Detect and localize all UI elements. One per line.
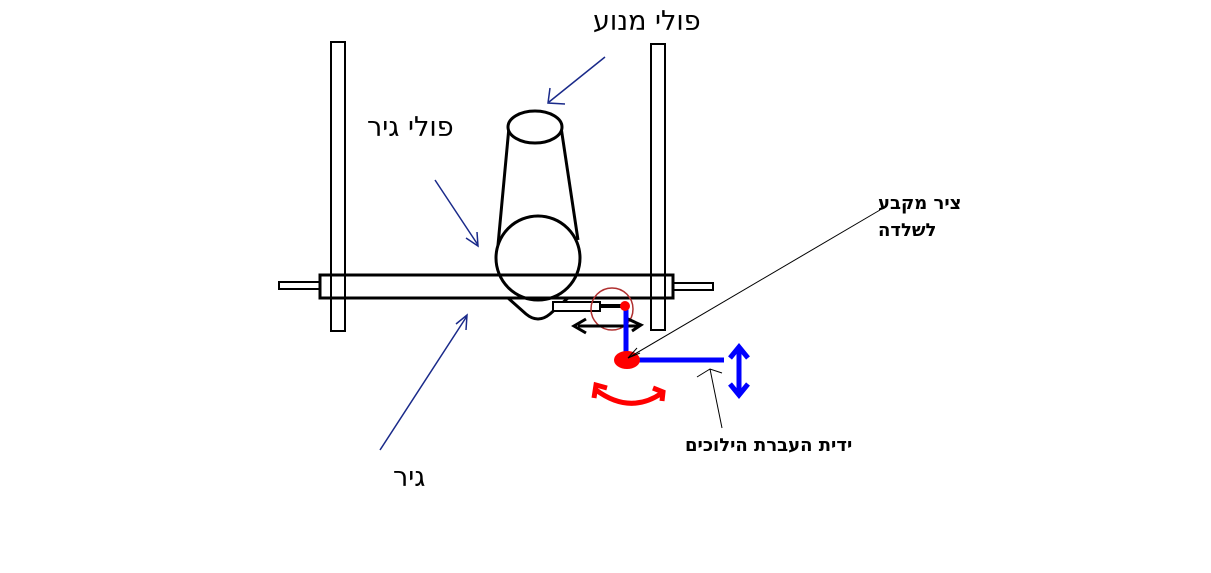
gear-pulley bbox=[494, 214, 582, 302]
motor-pulley-label: פולי מנוע bbox=[593, 6, 701, 37]
linkage-pivot-dot bbox=[620, 301, 630, 311]
belt-right bbox=[559, 126, 580, 241]
gear-body bbox=[507, 296, 569, 321]
motor-pulley-arrow bbox=[547, 56, 606, 105]
highlight-circle bbox=[590, 287, 634, 331]
motor-pulley bbox=[506, 109, 564, 145]
gear-pulley-label: פולי גיר bbox=[367, 112, 454, 143]
main-axle-bar bbox=[318, 273, 675, 300]
left-axle-stub bbox=[278, 281, 321, 290]
rotation-arrow bbox=[591, 381, 666, 406]
right-axle-stub bbox=[672, 282, 714, 291]
fixing-axle-leader-head bbox=[627, 347, 641, 359]
belt-left bbox=[496, 126, 511, 246]
shift-rod bbox=[552, 301, 601, 312]
fixing-axle-leader bbox=[627, 209, 881, 359]
lever-leader bbox=[696, 368, 723, 429]
fixing-axle-label-line2: לשלדה bbox=[878, 220, 937, 241]
gear-label: גיר bbox=[393, 462, 426, 493]
right-frame-post bbox=[650, 43, 666, 331]
vertical-double-arrow bbox=[728, 343, 750, 399]
left-frame-post bbox=[330, 41, 346, 332]
gear-arrow bbox=[379, 313, 468, 451]
gear-pulley-arrow bbox=[434, 179, 479, 248]
fixing-axle-label-line1: ציר מקבע bbox=[878, 193, 962, 214]
gear-lever-label: ידית העברת הילוכים bbox=[685, 435, 853, 456]
shift-direction-arrow bbox=[571, 317, 645, 335]
